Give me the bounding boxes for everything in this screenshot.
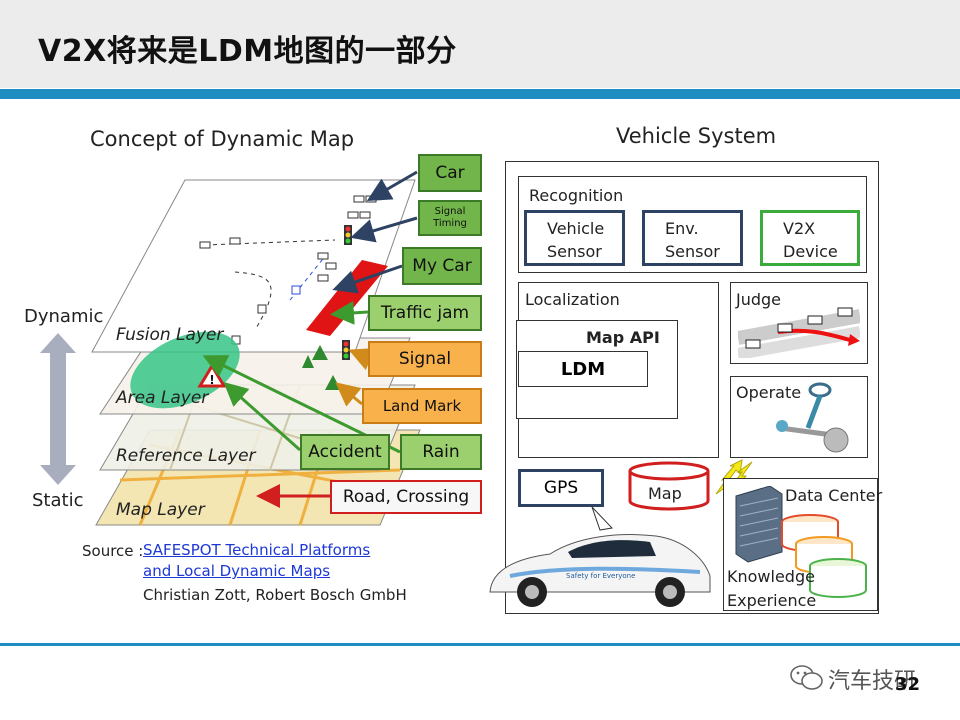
vehicle-sensor-box: Vehicle Sensor: [524, 210, 625, 266]
callout-car: Car: [418, 154, 482, 192]
data-center-label: Data Center: [785, 486, 883, 505]
page-number: 32: [895, 674, 921, 695]
source-link-line2[interactable]: and Local Dynamic Maps: [143, 562, 331, 580]
my-car-marker: [291, 285, 301, 295]
env-sensor-box: Env. Sensor: [642, 210, 743, 266]
top-rule: [0, 89, 960, 99]
experience-label: Experience: [727, 591, 817, 610]
up-down-arrow-icon: [40, 333, 76, 485]
callout-signal: Signal: [368, 341, 482, 377]
callout-land-mark: Land Mark: [362, 388, 482, 424]
area-layer-label: Area Layer: [116, 388, 209, 408]
concept-heading: Concept of Dynamic Map: [90, 127, 355, 151]
fusion-layer-label: Fusion Layer: [116, 325, 224, 345]
static-label: Static: [32, 490, 84, 511]
judge-label: Judge: [736, 290, 782, 309]
traffic-light-icon: [342, 225, 352, 360]
building-icon: [735, 486, 867, 598]
knowledge-label: Knowledge: [727, 567, 815, 586]
bottom-rule: [0, 643, 960, 646]
vehicle-system-heading: Vehicle System: [616, 124, 777, 148]
wechat-icon: [790, 665, 823, 690]
v2x-device-box: V2X Device: [760, 210, 860, 266]
recognition-label: Recognition: [529, 186, 624, 205]
judge-road-illustration: [738, 307, 860, 358]
title-band: [0, 0, 960, 88]
callout-accident: Accident: [300, 434, 390, 470]
source-author: Christian Zott, Robert Bosch GmbH: [143, 586, 407, 604]
callout-my-car: My Car: [402, 247, 482, 285]
dynamic-label: Dynamic: [24, 306, 104, 327]
slide-title: V2X将来是LDM地图的一部分: [38, 34, 457, 69]
operate-label: Operate: [736, 383, 802, 402]
ldm-box: LDM: [518, 351, 648, 387]
callout-signal-timing: Signal Timing: [418, 200, 482, 236]
reference-layer-label: Reference Layer: [116, 446, 256, 466]
map-api-label: Map API: [586, 328, 660, 347]
map-layer-label: Map Layer: [116, 500, 205, 520]
callout-rain: Rain: [400, 434, 482, 470]
map-label: Map: [648, 484, 682, 503]
callout-road-crossing: Road, Crossing: [330, 480, 482, 514]
car-decal: Safety for Everyone: [566, 572, 635, 580]
gps-box: GPS: [518, 469, 604, 507]
callout-traffic-jam: Traffic jam: [368, 295, 482, 331]
svg-text:!: !: [209, 373, 214, 387]
steering-wheel-icon: [776, 382, 849, 453]
car-icon: Safety for Everyone: [489, 506, 711, 607]
watermark-text: 汽车技研: [828, 669, 917, 694]
database-icon: [628, 461, 710, 511]
source-label: Source :: [82, 542, 144, 560]
source-link-line1[interactable]: SAFESPOT Technical Platforms: [143, 541, 371, 559]
area-ellipse: [130, 331, 240, 409]
localization-label: Localization: [525, 290, 620, 309]
